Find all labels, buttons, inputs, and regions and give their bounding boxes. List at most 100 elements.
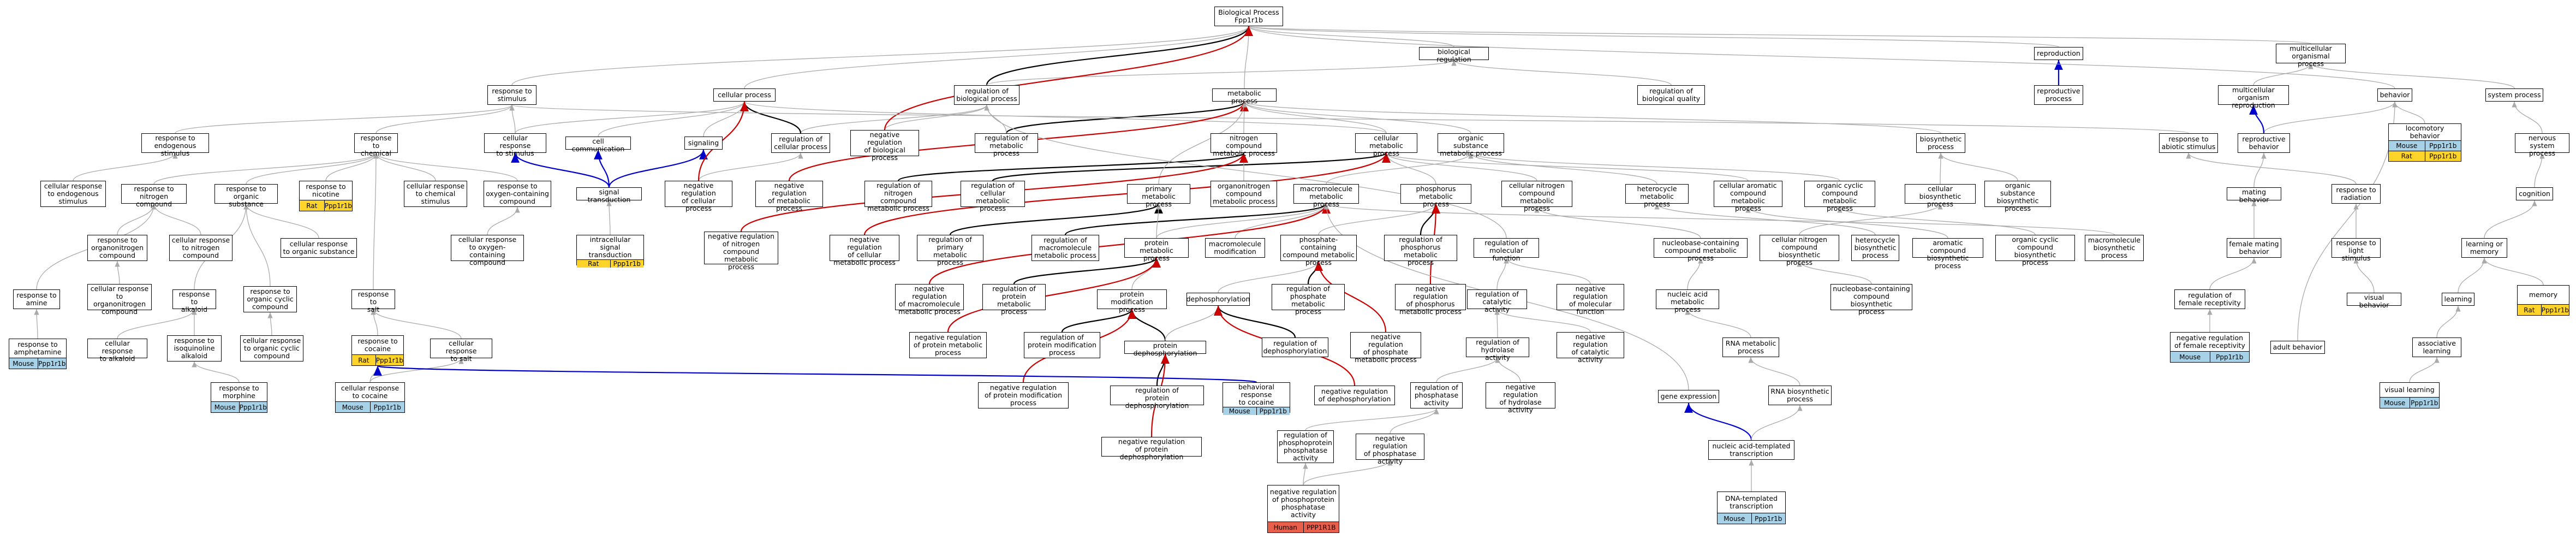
node-label: cellular metabolic process bbox=[1369, 134, 1403, 157]
gene-symbol: Ppp1r1b bbox=[2209, 352, 2250, 362]
node-label: regulation of protein metabolic process bbox=[992, 285, 1036, 316]
node-label: response to oxygen-containing compound bbox=[486, 182, 549, 205]
node-label: negative regulation of hydrolase activit… bbox=[1499, 383, 1542, 414]
node-negative-regulation-of-protein-metabolic-process: negative regulation of protein metabolic… bbox=[909, 332, 987, 358]
node-cellular-nitrogen-compound-metabolic-process: cellular nitrogen compound metabolic pro… bbox=[1501, 181, 1572, 212]
node-label: adult behavior bbox=[2273, 343, 2323, 351]
node-label: regulation of phosphorus metabolic proce… bbox=[1399, 235, 1442, 266]
node-label: regulation of biological process bbox=[956, 87, 1017, 103]
node-negative-regulation-of-female-receptivity: negative regulation of female receptivit… bbox=[2170, 332, 2250, 363]
edge bbox=[1938, 152, 1943, 185]
edge bbox=[986, 26, 1253, 86]
node-regulation-of-phosphorus-metabolic-process: regulation of phosphorus metabolic proce… bbox=[1384, 235, 1457, 266]
node-label: response to organic cyclic compound bbox=[247, 287, 294, 311]
node-label: regulation of phosphatase activity bbox=[1414, 383, 1459, 407]
edge bbox=[2512, 101, 2543, 134]
node-label: cellular response to endogenous stimulus bbox=[44, 182, 103, 205]
edge bbox=[1384, 152, 1537, 181]
edge bbox=[1246, 26, 2395, 89]
node-label: negative regulation of metabolic process bbox=[768, 181, 810, 212]
edge bbox=[1305, 408, 1439, 431]
node-label: RNA biosynthetic process bbox=[1770, 387, 1829, 403]
node-nucleic-acid-metabolic-process: nucleic acid metabolic process bbox=[1656, 289, 1719, 313]
node-negative-regulation-of-phosphate-metabolic-process: negative regulation of phosphate metabol… bbox=[1350, 332, 1421, 364]
node-label: response to organonitrogen compound bbox=[91, 236, 144, 259]
gene-symbol: Ppp1r1b bbox=[1751, 513, 1786, 524]
node-cellular-process: cellular process bbox=[713, 88, 776, 102]
node-negative-regulation-of-phosphorus-metabolic-process: negative regulation of phosphorus metabo… bbox=[1395, 284, 1466, 316]
node-label: biological regulation bbox=[1436, 48, 1471, 63]
edge bbox=[2484, 200, 2537, 239]
edge bbox=[703, 101, 747, 137]
edge bbox=[744, 26, 1251, 89]
node-learning: learning bbox=[2442, 293, 2474, 306]
node-cellular-metabolic-process: cellular metabolic process bbox=[1355, 133, 1417, 157]
node-organic-cyclic-compound-biosynthetic-process: organic cyclic compound biosynthetic pro… bbox=[1995, 235, 2075, 266]
node-biological-regulation: biological regulation bbox=[1419, 47, 1489, 63]
node-nucleobase-containing-compound-metabolic-process: nucleobase-containing compound metabolic… bbox=[1654, 238, 1748, 262]
edge bbox=[947, 257, 1161, 333]
edge bbox=[1390, 408, 1439, 434]
edge bbox=[1384, 152, 1749, 181]
node-response-to-amine: response to amine bbox=[13, 289, 60, 309]
species-name: Rat bbox=[358, 356, 369, 364]
node-label: multicellular organismal process bbox=[2289, 44, 2332, 68]
node-response-to-nitrogen-compound: response to nitrogen compound bbox=[121, 184, 187, 208]
node-label: gene expression bbox=[1660, 392, 1717, 400]
edge bbox=[598, 101, 747, 137]
node-negative-regulation-of-dephosphorylation: negative regulation of dephosphorylation bbox=[1314, 386, 1395, 405]
node-label: negative regulation of macromolecule met… bbox=[898, 285, 961, 316]
gene-symbol: Ppp1r1b bbox=[610, 260, 644, 268]
edge bbox=[2249, 104, 2265, 134]
edge bbox=[1684, 402, 1752, 441]
node-system-process: system process bbox=[2485, 88, 2543, 102]
edge bbox=[1745, 206, 1948, 239]
node-label: macromolecule modification bbox=[1208, 240, 1262, 256]
node-organic-substance-biosynthetic-process: organic substance biosynthetic process bbox=[1984, 181, 2051, 212]
edge bbox=[1654, 203, 1876, 235]
species-name: Mouse bbox=[1229, 407, 1250, 415]
node-negative-regulation-of-catalytic-activity: negative regulation of catalytic activit… bbox=[1557, 332, 1624, 364]
node-label: phosphate-containing compound metabolic … bbox=[1283, 235, 1355, 266]
gene-symbol: Ppp1r1b bbox=[2424, 151, 2461, 161]
edge bbox=[1314, 260, 1387, 333]
node-nitrogen-compound-metabolic-process: nitrogen compound metabolic process bbox=[1211, 133, 1277, 157]
node-label: cellular nitrogen compound metabolic pro… bbox=[1508, 181, 1565, 212]
node-regulation-of-cellular-process: regulation of cellular process bbox=[771, 133, 830, 153]
edge bbox=[73, 152, 178, 181]
node-label: cellular response to chemical stimulus bbox=[406, 182, 465, 205]
node-label: regulation of biological quality bbox=[1642, 87, 1701, 103]
node-label: heterocycle metabolic process bbox=[1637, 185, 1677, 208]
node-cellular-response-to-organonitrogen-compound: cellular response to organonitrogen comp… bbox=[87, 284, 152, 316]
edge bbox=[375, 104, 515, 134]
node-regulation-of-nitrogen-compound-metabolic-process: regulation of nitrogen compound metaboli… bbox=[864, 181, 932, 212]
node-cellular-response-to-organic-cyclic-compound: cellular response to organic cyclic comp… bbox=[240, 335, 303, 362]
edge bbox=[1495, 357, 1521, 383]
edge bbox=[246, 152, 379, 185]
node-label: negative regulation of phosphoprotein ph… bbox=[1269, 488, 1337, 519]
node-regulation-of-phosphoprotein-phosphatase-activity: regulation of phosphoprotein phosphatase… bbox=[1277, 430, 1334, 463]
node-heterocycle-biosynthetic-process: heterocycle biosynthetic process bbox=[1851, 235, 1899, 261]
node-label: response to abiotic stimulus bbox=[2161, 135, 2216, 151]
edge bbox=[1323, 203, 2115, 235]
node-negative-regulation-of-macromolecule-metabolic-process: negative regulation of macromolecule met… bbox=[895, 284, 964, 316]
species-name: Rat bbox=[2524, 306, 2535, 314]
node-label: metabolic process bbox=[1227, 89, 1261, 105]
edge bbox=[884, 26, 1253, 131]
node-response-to-oxygen-containing-compound: response to oxygen-containing compound bbox=[484, 181, 551, 207]
node-label: intracellular signal transduction bbox=[588, 235, 632, 259]
node-mating-behavior: mating behavior bbox=[2227, 187, 2281, 204]
node-behavior: behavior bbox=[2377, 88, 2412, 102]
node-label: response to nitrogen compound bbox=[134, 185, 174, 208]
edge bbox=[897, 152, 1248, 182]
node-label: reproduction bbox=[2037, 49, 2080, 57]
node-regulation-of-biological-process: regulation of biological process bbox=[954, 85, 1019, 105]
node-protein-metabolic-process: protein metabolic process bbox=[1124, 238, 1189, 262]
node-label: RNA metabolic process bbox=[1725, 339, 1776, 355]
node-cellular-response-to-nitrogen-compound: cellular response to nitrogen compound bbox=[169, 235, 232, 261]
